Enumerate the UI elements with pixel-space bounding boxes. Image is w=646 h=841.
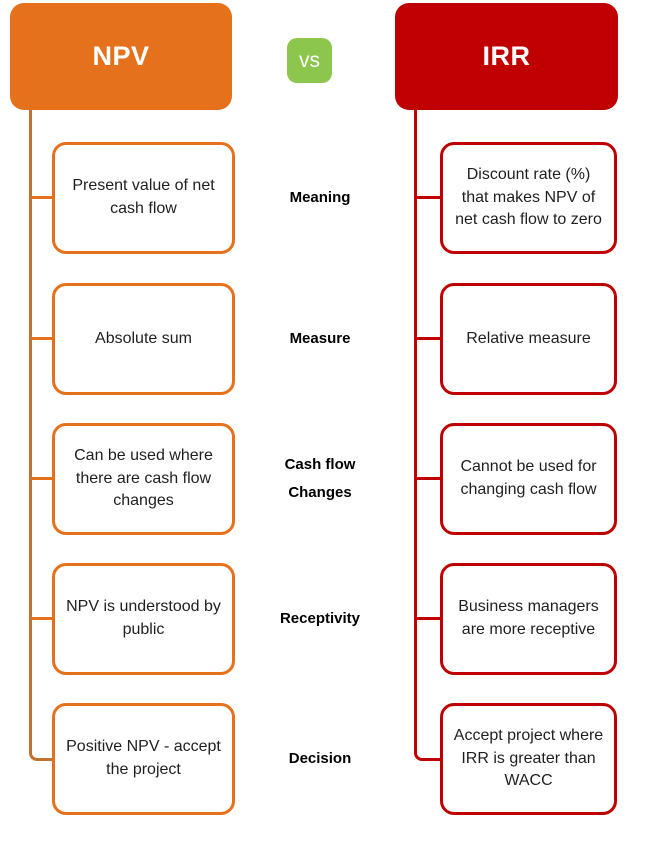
npv-row-box-decision: Positive NPV - accept the project bbox=[52, 703, 235, 815]
vs-badge: vs bbox=[287, 38, 332, 83]
irr-header: IRR bbox=[395, 3, 618, 110]
irr-row-box-measure: Relative measure bbox=[440, 283, 617, 395]
irr-row-box-decision: Accept project where IRR is greater than… bbox=[440, 703, 617, 815]
irr-connector-line bbox=[416, 196, 441, 199]
npv-row-box-cash-flow-changes: Can be used where there are cash flow ch… bbox=[52, 423, 235, 535]
npv-row-box-receptivity: NPV is understood by public bbox=[52, 563, 235, 675]
irr-row-box-meaning: Discount rate (%) that makes NPV of net … bbox=[440, 142, 617, 254]
row-label-cash-flow-changes: Cash flow Changes bbox=[284, 455, 356, 502]
irr-connector-line bbox=[416, 617, 441, 620]
row-label-measure: Measure bbox=[289, 329, 351, 347]
row-label-receptivity: Receptivity bbox=[279, 609, 361, 627]
irr-trunk-line bbox=[414, 110, 443, 761]
irr-connector-line bbox=[416, 337, 441, 340]
npv-header: NPV bbox=[10, 3, 232, 110]
npv-connector-line bbox=[31, 477, 53, 480]
npv-connector-line bbox=[31, 617, 53, 620]
npv-trunk-line bbox=[29, 110, 55, 761]
npv-row-box-measure: Absolute sum bbox=[52, 283, 235, 395]
irr-row-box-cash-flow-changes: Cannot be used for changing cash flow bbox=[440, 423, 617, 535]
irr-connector-line bbox=[416, 477, 441, 480]
npv-connector-line bbox=[31, 337, 53, 340]
row-label-decision: Decision bbox=[288, 749, 352, 767]
npv-row-box-meaning: Present value of net cash flow bbox=[52, 142, 235, 254]
row-label-meaning: Meaning bbox=[289, 188, 351, 206]
irr-row-box-receptivity: Business managers are more receptive bbox=[440, 563, 617, 675]
npv-connector-line bbox=[31, 196, 53, 199]
